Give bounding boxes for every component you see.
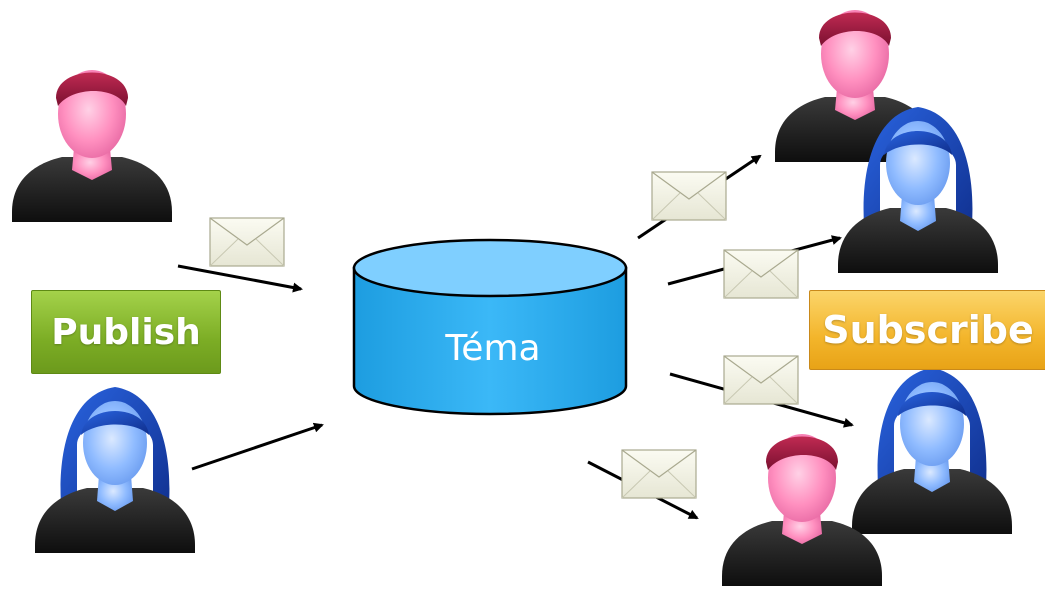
envelope-icon — [621, 449, 697, 499]
arrow-publisher2-to-topic — [191, 422, 324, 471]
subscribe-label: Subscribe — [809, 290, 1045, 370]
database-icon — [352, 238, 628, 416]
publisher-female-icon — [35, 387, 195, 553]
envelope-icon — [723, 249, 799, 299]
envelope-icon — [651, 171, 727, 221]
publish-label: Publish — [31, 290, 221, 374]
subscriber-female-bottom-icon — [852, 368, 1012, 534]
envelope-icon — [723, 355, 799, 405]
topic-label: Téma — [445, 327, 541, 369]
envelope-icon — [209, 217, 285, 267]
arrow-publisher1-to-topic — [177, 264, 303, 293]
publisher-male-icon — [12, 70, 172, 222]
